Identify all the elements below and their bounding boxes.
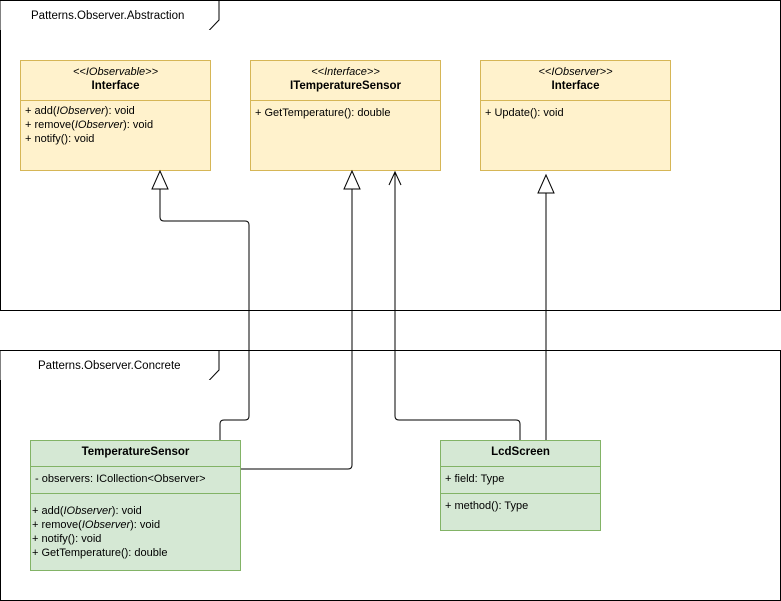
package-abstraction-tab — [0, 0, 220, 30]
edge-temperaturesensor-to-itemperaturesensor[interactable] — [241, 189, 353, 470]
class-methods: + add(IObserver): void + remove(IObserve… — [32, 504, 236, 560]
field-observers: - observers: ICollection<Observer> — [35, 473, 206, 485]
class-fields: - observers: ICollection<Observer> — [35, 472, 236, 486]
method-add: + add(IObserver): void — [25, 105, 135, 117]
inheritance-arrowhead — [343, 169, 361, 190]
edge-temperaturesensor-to-iobservable[interactable] — [159, 189, 250, 440]
class-stereotype: <<Interface>> — [311, 66, 380, 78]
class-temperaturesensor[interactable]: TemperatureSensor - observers: ICollecti… — [30, 440, 241, 571]
field-type: + field: Type — [445, 473, 505, 485]
class-methods: + add(IObserver): void + remove(IObserve… — [25, 104, 206, 146]
method-add: + add(IObserver): void — [32, 505, 142, 517]
class-lcdscreen[interactable]: LcdScreen + field: Type + method(): Type — [440, 440, 601, 531]
method-method: + method(): Type — [445, 500, 529, 512]
method-notify: + notify(): void — [32, 533, 102, 545]
class-name: ITemperatureSensor — [290, 80, 401, 92]
class-iobserver-interface[interactable]: <<IObserver>> Interface + Update(): void — [480, 60, 671, 171]
class-itemperaturesensor[interactable]: <<Interface>> ITemperatureSensor + GetTe… — [250, 60, 441, 171]
class-divider — [441, 493, 600, 494]
class-stereotype: <<IObserver>> — [538, 66, 613, 78]
open-arrowhead — [388, 170, 402, 186]
package-abstraction-label: Patterns.Observer.Abstraction — [31, 10, 185, 22]
class-name: TemperatureSensor — [81, 446, 190, 458]
method-update: + Update(): void — [485, 107, 564, 119]
class-divider — [481, 100, 670, 101]
class-iobservable-interface[interactable]: <<IObservable>> Interface + add(IObserve… — [20, 60, 211, 171]
class-divider — [31, 466, 240, 467]
class-methods: + GetTemperature(): double — [255, 106, 436, 120]
class-divider — [31, 493, 240, 494]
class-divider — [21, 100, 210, 101]
class-name: Interface — [551, 80, 600, 92]
package-concrete-label: Patterns.Observer.Concrete — [38, 360, 181, 372]
method-remove: + remove(IObserver): void — [25, 119, 154, 131]
edge-lcdscreen-to-itemperaturesensor[interactable] — [394, 173, 521, 440]
method-gettemperature: + GetTemperature(): double — [255, 107, 391, 119]
class-stereotype: <<IObservable>> — [72, 66, 158, 78]
inheritance-arrowhead — [151, 169, 169, 190]
class-methods: + method(): Type — [445, 499, 596, 513]
method-notify: + notify(): void — [25, 133, 95, 145]
class-methods: + Update(): void — [485, 106, 666, 120]
class-divider — [441, 466, 600, 467]
inheritance-arrowhead — [537, 173, 555, 194]
package-concrete-tab — [0, 350, 220, 380]
class-divider — [251, 100, 440, 101]
class-name: Interface — [91, 80, 140, 92]
class-fields: + field: Type — [445, 472, 596, 486]
method-remove: + remove(IObserver): void — [32, 519, 161, 531]
class-name: LcdScreen — [491, 446, 550, 458]
method-gettemperature: + GetTemperature(): double — [32, 547, 168, 559]
